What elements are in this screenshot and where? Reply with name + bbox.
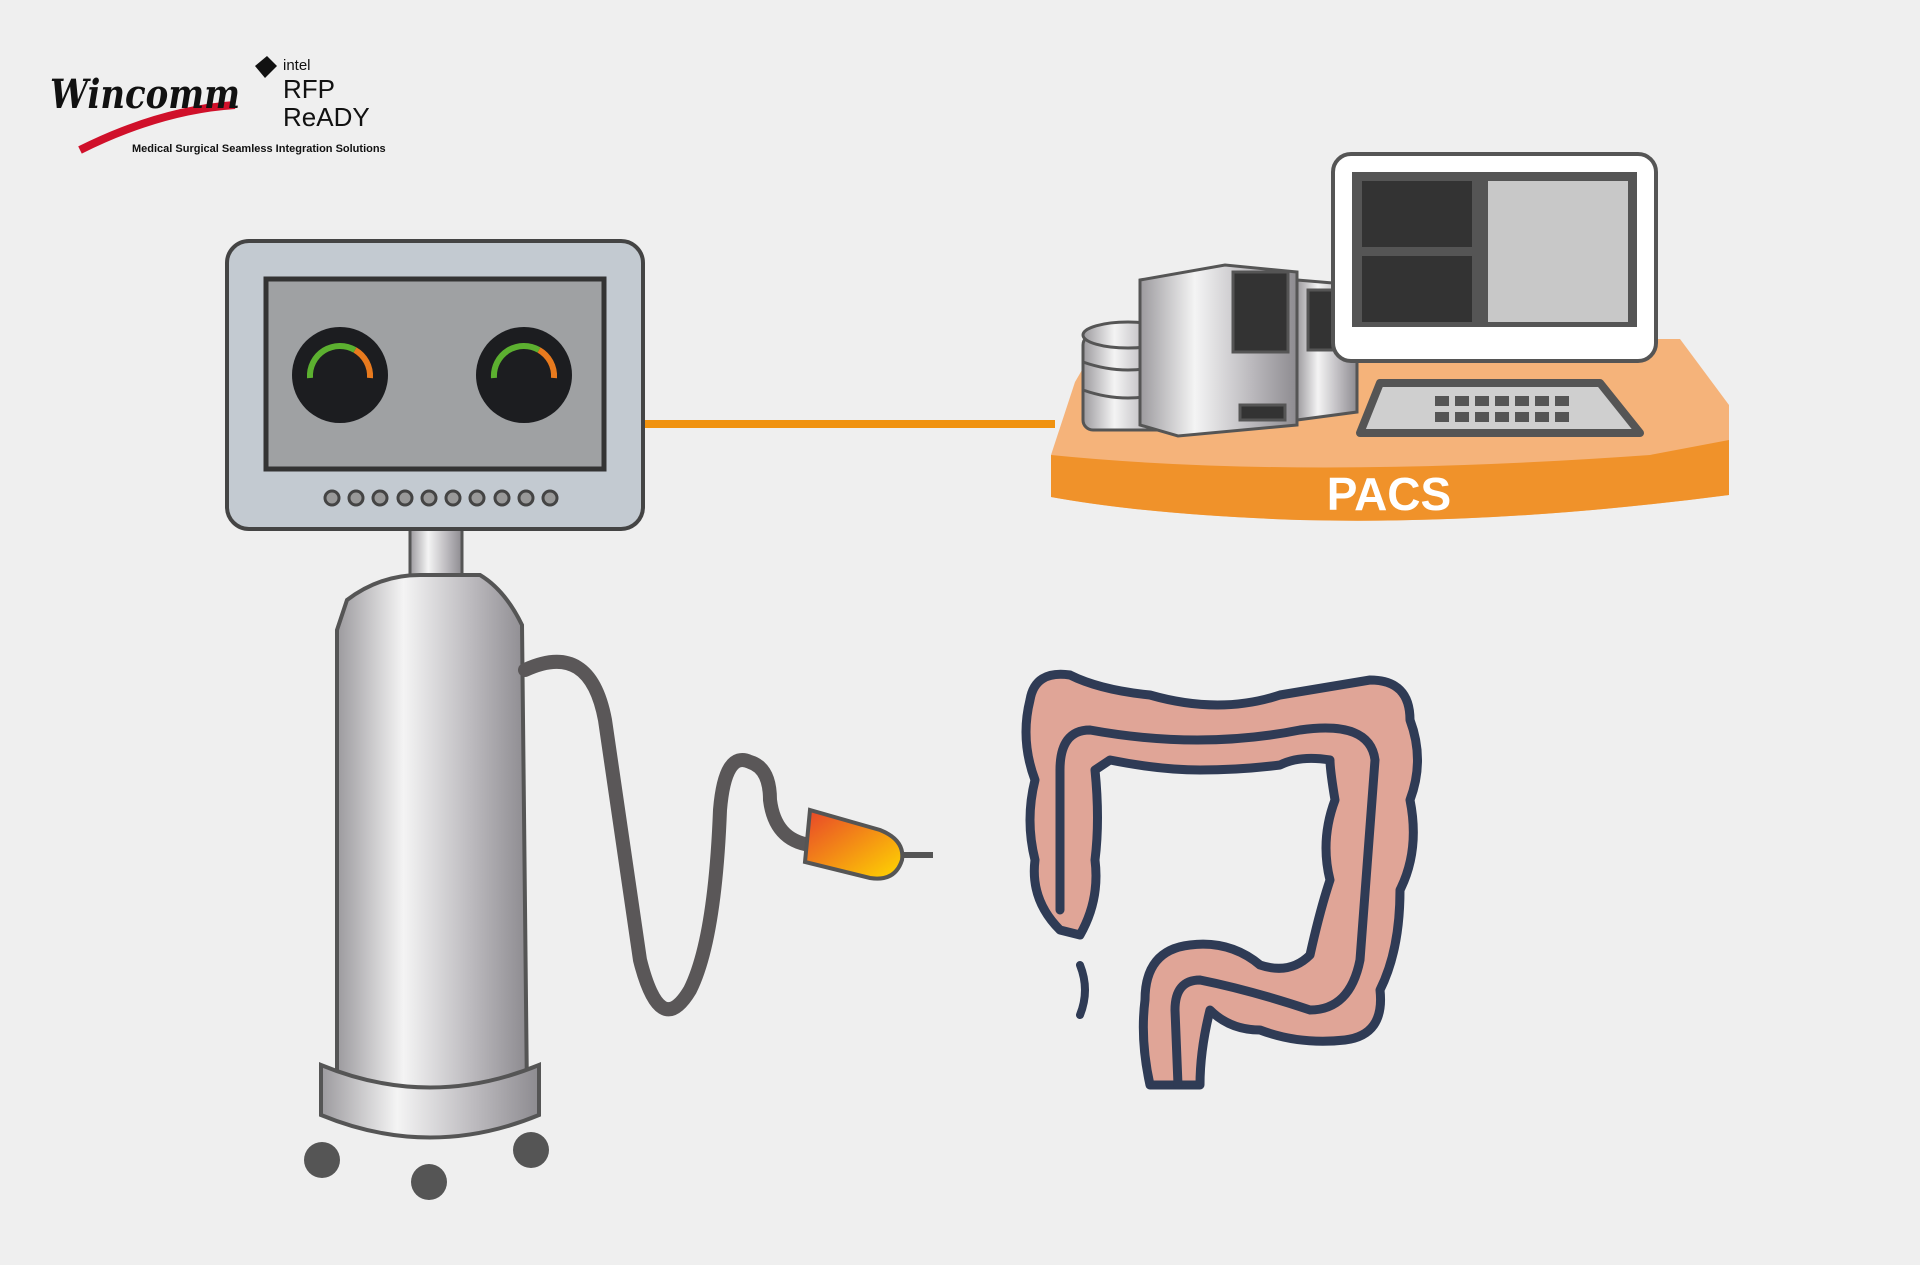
wincomm-logo: Wincomm intel RFP ReADY Medical Surgical… [50, 56, 386, 155]
logo-tagline: Medical Surgical Seamless Integration So… [132, 143, 386, 155]
intel-badge-icon [255, 56, 277, 78]
pacs-label: PACS [1327, 468, 1451, 520]
workstation-monitor [1331, 152, 1658, 363]
wheels [304, 1132, 549, 1200]
gauge-icon [476, 327, 572, 423]
logo-partner-line2: ReADY [283, 102, 370, 132]
keyboard-icon [1356, 379, 1644, 437]
endoscopy-tower [225, 239, 933, 1200]
pacs-station: PACS [1051, 152, 1729, 521]
monitor-buttons [323, 489, 559, 507]
logo-partner-small: intel [283, 57, 311, 74]
endoscope-tip [802, 807, 905, 881]
colon-illustration [1021, 669, 1422, 1090]
logo-brand: Wincomm [50, 71, 240, 118]
endoscope-cable [518, 654, 817, 1017]
logo-partner-line1: RFP [283, 74, 335, 104]
gauge-icon [292, 327, 388, 423]
server-icon [1138, 263, 1359, 438]
